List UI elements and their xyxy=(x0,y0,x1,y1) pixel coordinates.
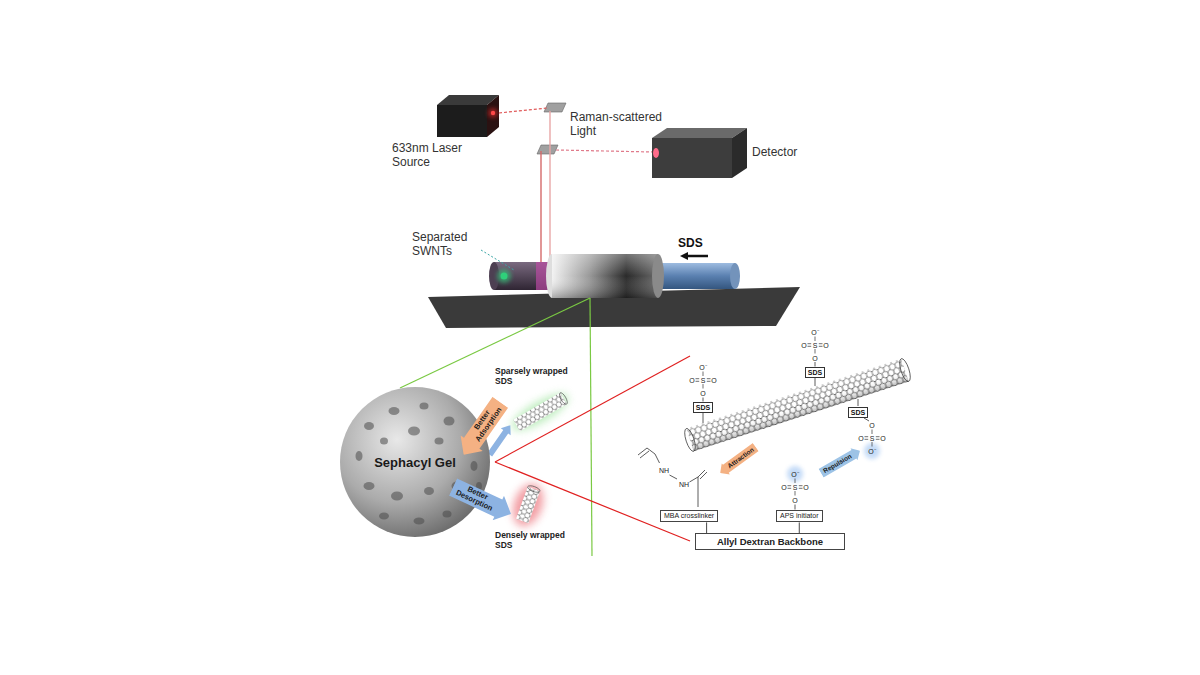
atom-label: O xyxy=(869,422,874,429)
atom-label: O xyxy=(803,484,808,491)
sample-label: Separated SWNTs xyxy=(412,230,476,259)
atom-label: O xyxy=(781,484,786,491)
atom-label: O xyxy=(858,435,863,442)
backbone-box: Allyl Dextran Backbone xyxy=(695,533,845,550)
atom-label: O xyxy=(823,342,828,349)
attraction-arrow: Attraction xyxy=(716,441,760,478)
atom-label: S xyxy=(793,484,798,491)
detector-box: Detector xyxy=(652,128,797,159)
atom-label: O xyxy=(812,355,817,362)
node-text: SDS xyxy=(851,409,865,416)
node-text: MBA crosslinker xyxy=(664,512,714,520)
flow-label: SDS xyxy=(678,236,703,250)
tube-label: Densely wrapped SDS xyxy=(495,530,583,550)
connector-line xyxy=(799,522,800,533)
laser-source: 633nm Laser Source xyxy=(392,95,502,170)
atom-label: S xyxy=(813,342,818,349)
atom-label: O xyxy=(792,497,797,504)
atom-label: O⁻ xyxy=(791,471,798,478)
sds-box: SDS xyxy=(693,402,713,413)
atom-label: O xyxy=(700,390,705,397)
node-text: Sephacyl Gel xyxy=(374,455,456,470)
component-box: MBA crosslinker xyxy=(660,510,718,522)
node-text: APS initiator xyxy=(780,512,819,520)
atom-label: S xyxy=(701,377,706,384)
repulsion-arrow: Repulsion xyxy=(817,445,863,480)
tube-label: Sparsely wrapped SDS xyxy=(495,366,583,386)
laser-body xyxy=(437,95,499,137)
node-text: SDS xyxy=(808,369,822,376)
detector-body xyxy=(652,128,747,178)
atom-label: NH xyxy=(659,467,669,474)
node-text: Detector xyxy=(752,128,797,159)
node-text: 633nm Laser Source xyxy=(392,141,472,170)
atom-label: O⁻ xyxy=(811,329,818,336)
node-text: Allyl Dextran Backbone xyxy=(704,536,836,547)
atom-label: S xyxy=(870,435,875,442)
atom-label: O xyxy=(711,377,716,384)
gel-bead: Sephacyl Gel xyxy=(339,386,491,538)
atom-label: O⁻ xyxy=(868,448,875,455)
sds-box: SDS xyxy=(848,407,868,418)
atom-label: O⁻ xyxy=(699,364,706,371)
optics-label: Raman-scattered Light xyxy=(570,110,670,139)
sds-box: SDS xyxy=(805,367,825,378)
node-text: SDS xyxy=(696,404,710,411)
component-box: APS initiator xyxy=(776,510,823,522)
connector-line xyxy=(706,522,707,533)
atom-label: O xyxy=(689,377,694,384)
atom-label: O xyxy=(880,435,885,442)
atom-label: O xyxy=(801,342,806,349)
atom-label: NH xyxy=(679,481,689,488)
